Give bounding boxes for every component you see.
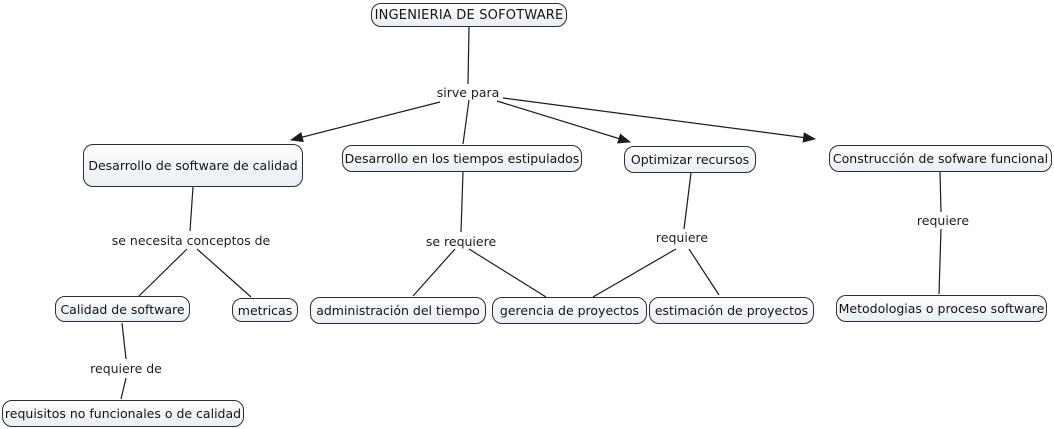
node-construccion-sofware-funcional[interactable]: Construcción de sofware funcional (829, 145, 1052, 172)
edge-label-to-gerencia (468, 248, 547, 298)
link-label-requiere-optimizar[interactable]: requiere (655, 230, 709, 245)
node-gerencia-de-proyectos[interactable]: gerencia de proyectos (492, 297, 647, 324)
edge-label-to-calidad-software (138, 248, 188, 297)
edge-desarrollo-tiempos-to-label (460, 171, 464, 233)
link-label-requiere-de[interactable]: requiere de (90, 361, 162, 376)
edge-sirvepara-to-desarrollo-calidad (289, 101, 441, 143)
edge-label-to-administracion (412, 248, 456, 297)
node-desarrollo-software-calidad[interactable]: Desarrollo de software de calidad (83, 144, 303, 187)
edge-title-to-sirvepara (467, 26, 470, 85)
node-metricas[interactable]: metricas (232, 298, 298, 322)
edge-calidad-to-label (121, 322, 127, 360)
edge-construccion-to-label (939, 170, 942, 213)
edge-sirvepara-to-construccion (502, 97, 817, 143)
link-label-sirve-para[interactable]: sirve para (436, 85, 500, 100)
link-label-requiere-construccion[interactable]: requiere (916, 213, 970, 228)
edge-label-to-estimacion (688, 248, 720, 296)
edge-optimizar-to-label (683, 172, 692, 230)
link-label-se-necesita-conceptos-de[interactable]: se necesita conceptos de (111, 233, 271, 248)
node-administracion-del-tiempo[interactable]: administración del tiempo (310, 297, 486, 324)
edge-label-to-requisitos (120, 377, 127, 400)
edge-label-to-gerencia-2 (592, 248, 677, 298)
node-metodologias-proceso-software[interactable]: Metodologias o proceso software (836, 295, 1047, 322)
node-desarrollo-tiempos-estipulados[interactable]: Desarrollo en los tiempos estipulados (342, 145, 582, 172)
node-optimizar-recursos[interactable]: Optimizar recursos (624, 146, 756, 173)
edge-label-to-metodologias (938, 228, 942, 295)
edge-desarrollo-calidad-to-label (189, 186, 194, 232)
node-calidad-de-software[interactable]: Calidad de software (55, 296, 190, 322)
edge-label-to-metricas (196, 248, 252, 298)
link-label-se-requiere[interactable]: se requiere (425, 234, 497, 249)
edge-sirvepara-to-desarrollo-tiempos (462, 99, 470, 145)
edge-sirvepara-to-optimizar (496, 100, 631, 144)
node-ingenieria-de-sofotware[interactable]: INGENIERIA DE SOFOTWARE (371, 3, 567, 27)
node-requisitos-no-funcionales[interactable]: requisitos no funcionales o de calidad (2, 400, 244, 427)
node-estimacion-de-proyectos[interactable]: estimación de proyectos (649, 297, 814, 324)
